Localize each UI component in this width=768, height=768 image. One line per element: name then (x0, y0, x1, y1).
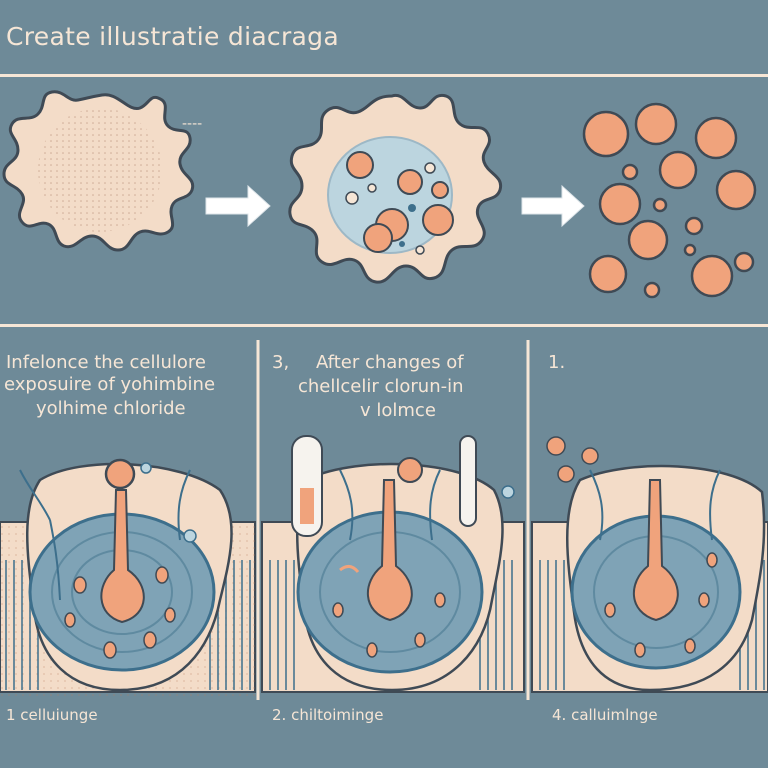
panel-2-caption: 2. chiltoiminge (272, 706, 384, 724)
panel-1-label-line-3: yolhime chloride (36, 398, 186, 419)
panel-2-label-line-1: After changes of (316, 352, 464, 373)
panel-1-label-line-2: exposuire of yohimbine (4, 374, 216, 395)
panel-3-caption: 4. calluimlnge (552, 706, 658, 724)
panel-2-label-line-2: chellcelir clorun-in (298, 376, 464, 397)
arrow-right-icon (205, 184, 271, 228)
swelling-cell (288, 93, 503, 284)
panel-2-label-line-3: v lolmce (360, 400, 436, 421)
arrow-right-icon (521, 184, 585, 228)
panel-3-number: 1. (548, 352, 566, 373)
tissue-panel-3 (531, 436, 768, 693)
dashes-text: ---- (182, 116, 202, 132)
tissue-panel-2 (261, 435, 525, 693)
panel-2-number: 3, (272, 352, 290, 373)
tissue-panel-1 (0, 458, 256, 700)
panel-1-caption: 1 celluiunge (6, 706, 98, 724)
header-divider (0, 74, 768, 77)
intact-cell (2, 90, 195, 252)
row-divider (0, 324, 768, 327)
panel-1-label-line-1: Infelonce the cellulore (6, 352, 206, 373)
cell-fragments (582, 102, 757, 299)
page-title: Create illustratie diacraga (6, 22, 339, 51)
